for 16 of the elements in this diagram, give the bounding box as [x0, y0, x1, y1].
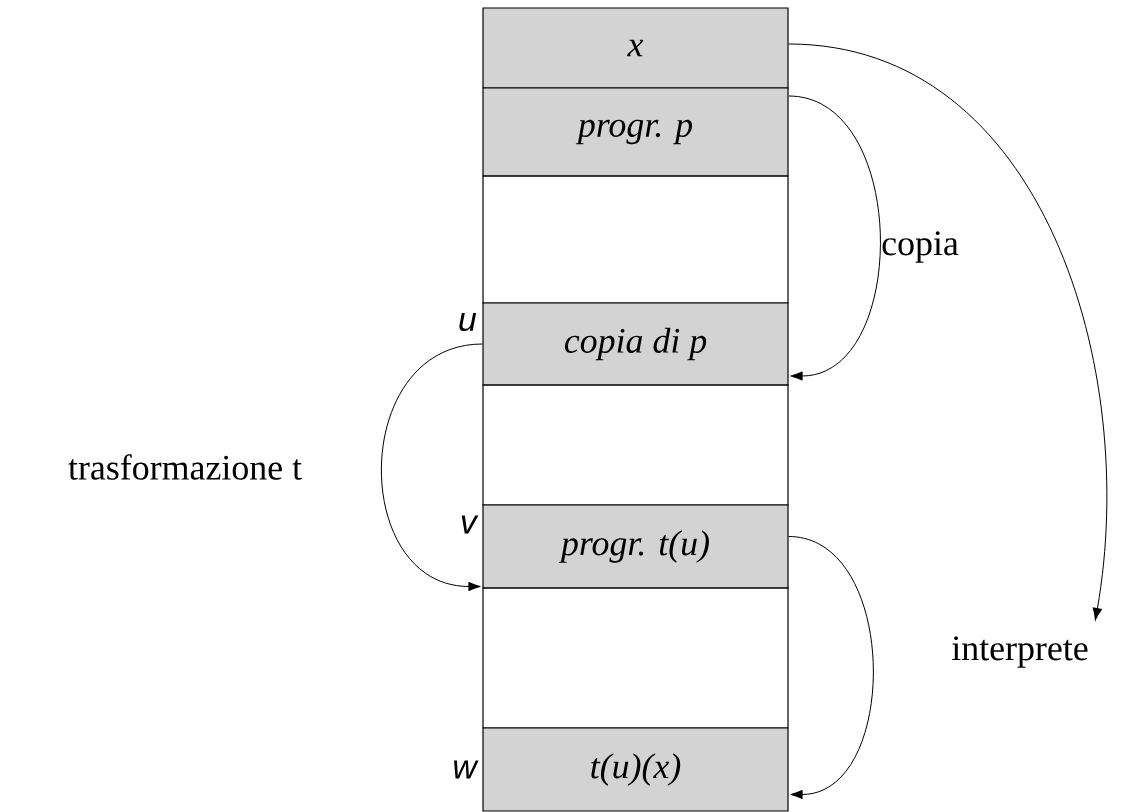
arrow — [788, 43, 1108, 621]
memory-cell: x — [482, 7, 789, 89]
arrow — [788, 536, 874, 800]
cell-label: u — [459, 312, 477, 332]
memory-cell: progr. p — [482, 87, 789, 177]
memory-cell: copia di p — [482, 302, 789, 386]
empty-cell — [482, 587, 789, 729]
arrow — [788, 95, 881, 381]
edge-label: trasformazione t — [68, 454, 302, 480]
memory-cell: t(u)(x) — [482, 727, 789, 812]
cell-label: v — [461, 515, 479, 534]
edge-label: interprete — [952, 636, 1088, 668]
cell-label: w — [454, 760, 479, 779]
memory-cell: progr. t(u) — [482, 504, 789, 589]
edge-label: copia — [882, 231, 959, 263]
arrow — [380, 343, 483, 592]
